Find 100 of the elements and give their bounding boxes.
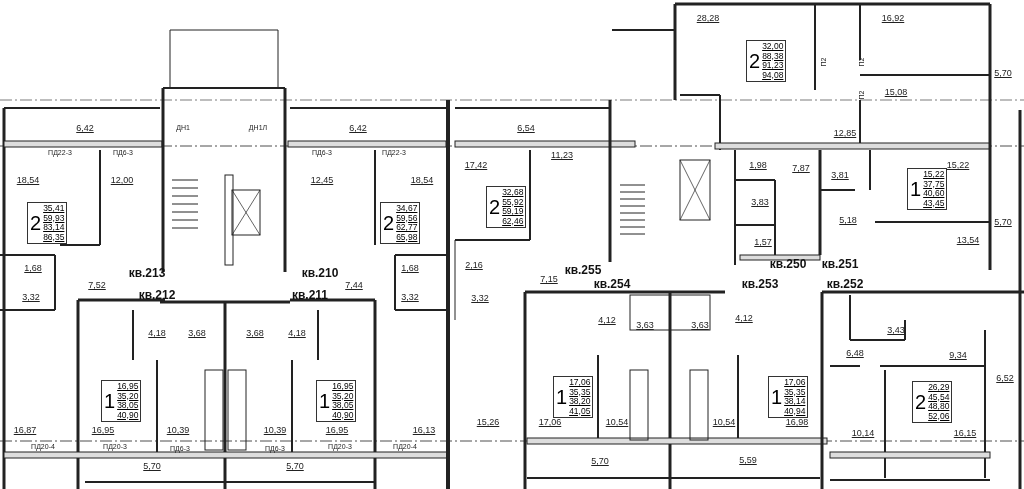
area-label: 10,14 [851,428,875,438]
area-label: 1,68 [24,263,42,273]
area-label: 6,48 [846,348,864,358]
area-label: 5,70 [286,461,304,471]
apartment-info-box [746,40,787,82]
apartment-number: кв.251 [821,257,859,271]
area-label: 18,54 [410,175,434,185]
room-count: 1 [319,391,331,411]
area-value: 55,92 [502,197,524,207]
apartment-info-box [553,376,594,418]
area-label: 7,87 [792,163,810,173]
apartment-number: кв.250 [769,257,807,271]
area-label: 15,26 [476,417,500,427]
area-label: 4,18 [148,328,166,338]
apartment-number: кв.211 [291,288,329,302]
area-label: 7,15 [540,274,558,284]
apartment-info-box [316,380,357,422]
apartment-number: кв.210 [301,266,339,280]
area-label: 13,54 [956,235,980,245]
area-label: 7,52 [88,280,106,290]
area-label: 6,54 [517,123,535,133]
area-value: 86,35 [43,232,65,242]
area-value: 62,77 [396,223,418,233]
area-label: 16,92 [881,13,905,23]
apartment-number: кв.255 [564,263,602,277]
area-value: 35,20 [332,391,354,401]
area-label: 2,16 [465,260,483,270]
area-value: 48,80 [928,402,950,412]
apartment-info-box [27,202,68,244]
room-count: 1 [910,179,922,199]
area-label: 5,70 [994,68,1012,78]
room-count: 2 [30,213,42,233]
area-label: 3,32 [22,292,40,302]
apartment-number: кв.213 [128,266,166,280]
area-value: 34,67 [396,204,418,214]
area-value: 35,41 [43,204,65,214]
area-value: 45,54 [928,392,950,402]
area-label: 3,83 [751,197,769,207]
area-value: 38,14 [784,397,806,407]
room-count: 1 [556,387,568,407]
area-value: 37,75 [923,179,945,189]
room-count: 2 [489,197,501,217]
area-value: 35,20 [117,391,139,401]
area-value: 38,05 [332,401,354,411]
area-label: 5,18 [839,215,857,225]
area-label: 10,54 [605,417,629,427]
area-label: 4,12 [735,313,753,323]
area-label: 3,32 [401,292,419,302]
room-count: 1 [771,387,783,407]
area-label: 16,13 [412,425,436,435]
area-label: 18,54 [16,175,40,185]
area-label: 3,68 [188,328,206,338]
area-label: 17,06 [538,417,562,427]
area-label: 7,44 [345,280,363,290]
area-label: 15,08 [884,87,908,97]
area-label: 10,39 [263,425,287,435]
apartment-number: кв.212 [138,288,176,302]
area-value: 16,95 [332,382,354,392]
area-label: 16,95 [91,425,115,435]
area-value: 38,05 [117,401,139,411]
area-value: 52,06 [928,411,950,421]
room-count: 1 [104,391,116,411]
apartment-info-box [380,202,421,244]
apartment-info-box [101,380,142,422]
area-label: 1,57 [754,237,772,247]
apartment-info-box [912,381,953,423]
area-value: 88,38 [762,51,784,61]
apartment-number: кв.254 [593,277,631,291]
area-value: 17,06 [784,378,806,388]
area-label: 6,42 [76,123,94,133]
area-label: 3,63 [636,320,654,330]
area-label: 3,32 [471,293,489,303]
area-value: 17,06 [569,378,591,388]
area-label: 3,63 [691,320,709,330]
area-value: 59,19 [502,207,524,217]
area-value: 40,60 [923,189,945,199]
area-value: 43,45 [923,198,945,208]
area-label: 5,70 [591,456,609,466]
area-value: 91,23 [762,61,784,71]
area-value: 15,22 [923,170,945,180]
area-label: 12,00 [110,175,134,185]
room-count: 2 [915,392,927,412]
apartment-number: кв.252 [826,277,864,291]
area-label: 1,98 [749,160,767,170]
area-value: 40,90 [117,410,139,420]
area-label: 10,54 [712,417,736,427]
area-value: 26,29 [928,383,950,393]
area-label: 5,59 [739,455,757,465]
area-label: 10,39 [166,425,190,435]
area-label: 17,42 [464,160,488,170]
area-value: 59,56 [396,213,418,223]
room-count: 2 [749,51,761,71]
apartment-info-box [486,186,527,228]
area-label: 5,70 [143,461,161,471]
area-label: 6,42 [349,123,367,133]
area-label: 4,18 [288,328,306,338]
area-label: 5,70 [994,217,1012,227]
area-label: 12,85 [833,128,857,138]
area-value: 94,08 [762,70,784,80]
area-value: 32,68 [502,188,524,198]
